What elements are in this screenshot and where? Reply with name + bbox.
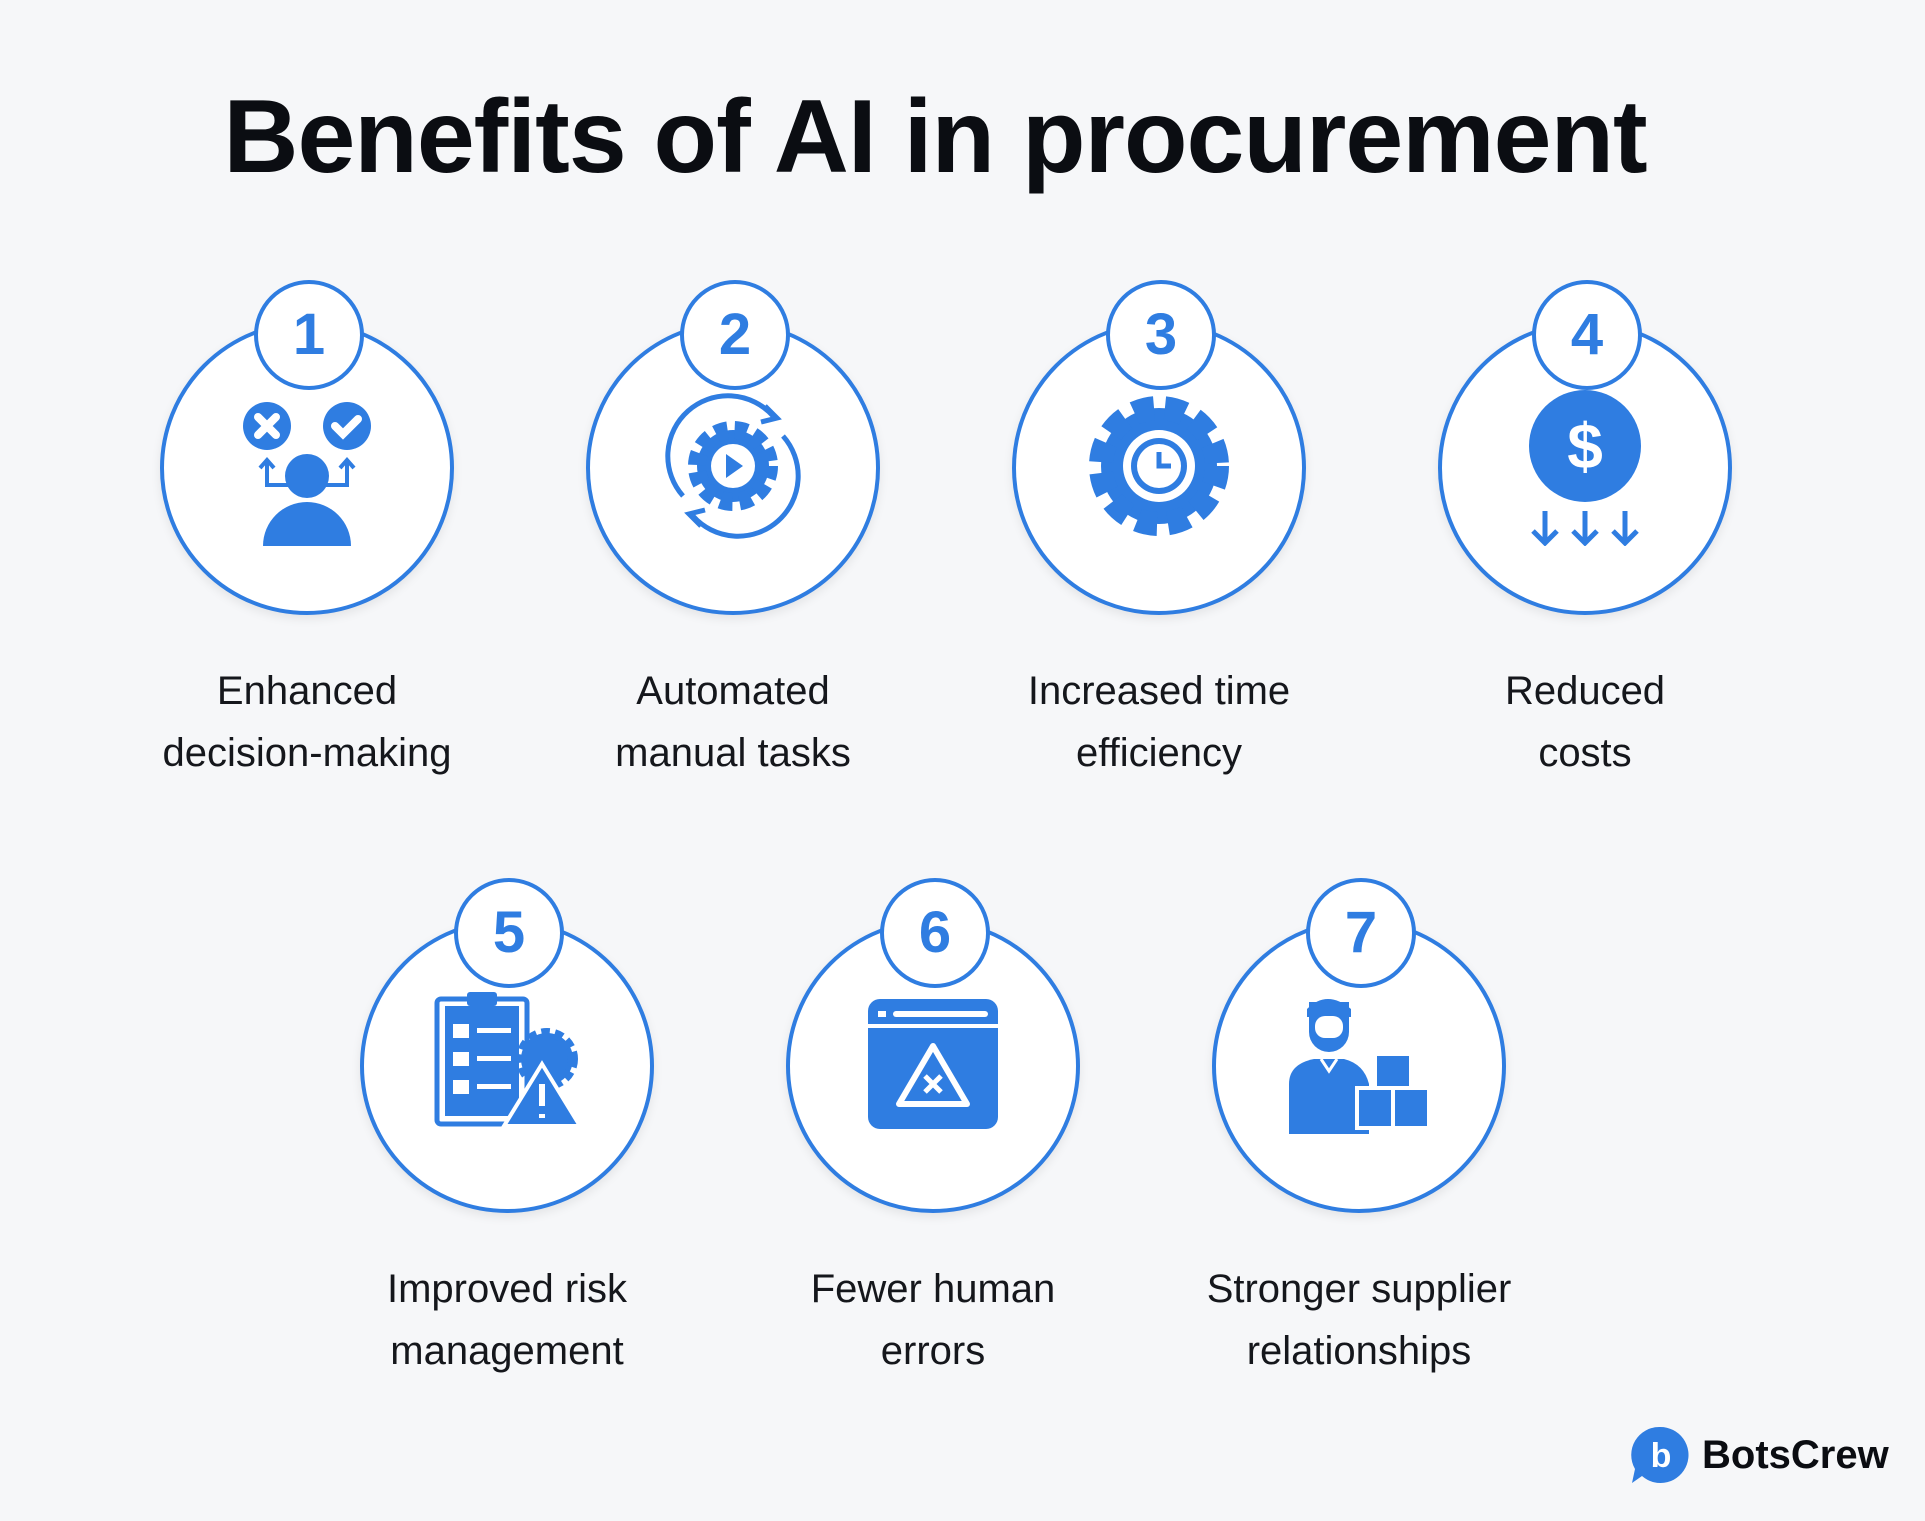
benefit-label-line1: Automated: [636, 669, 830, 713]
decision-person-icon: [227, 386, 387, 546]
checklist-warning-icon: [427, 984, 587, 1144]
dollar-down-icon: [1505, 386, 1665, 546]
benefit-label-line2: efficiency: [1075, 731, 1242, 775]
benefit-label-line2: relationships: [1246, 1329, 1472, 1373]
benefit-item: 5 Improved risk management: [307, 866, 707, 1373]
benefit-label-line2: errors: [880, 1329, 986, 1373]
supplier-boxes-icon: [1279, 984, 1439, 1144]
benefit-item: 4 Reduced costs: [1385, 268, 1785, 775]
benefit-label-line1: Enhanced: [216, 669, 398, 713]
page-title: Benefits of AI in procurement: [223, 79, 1647, 195]
benefit-item: 6 Fewer human errors: [733, 866, 1133, 1373]
number-badge: 6: [880, 878, 990, 988]
benefit-item: 2 Automated manual tasks: [533, 268, 933, 775]
benefit-item: 3 Increased time efficiency: [959, 268, 1359, 775]
benefit-label-line1: Improved risk: [386, 1267, 628, 1311]
number-badge: 2: [680, 280, 790, 390]
benefit-label-line1: Fewer human: [810, 1267, 1056, 1311]
browser-error-icon: [853, 984, 1013, 1144]
number-badge: 4: [1532, 280, 1642, 390]
benefit-item: 7 Stronger supplier relationships: [1159, 866, 1559, 1373]
benefit-label-line1: Stronger supplier: [1206, 1267, 1512, 1311]
benefit-label-line1: Increased time: [1027, 669, 1291, 713]
benefit-label-line2: management: [390, 1329, 624, 1373]
number-badge: 5: [454, 878, 564, 988]
benefit-label-line2: manual tasks: [615, 731, 851, 775]
benefit-item: 1 Enhanced decision-making: [107, 268, 507, 775]
number-badge: 3: [1106, 280, 1216, 390]
gear-cycle-icon: [653, 386, 813, 546]
botscrew-logo-icon: b: [1631, 1426, 1689, 1483]
gear-clock-icon: [1079, 386, 1239, 546]
benefit-label-line2: decision-making: [162, 731, 452, 775]
svg-text:b: b: [1651, 1437, 1672, 1475]
benefit-label-line2: costs: [1538, 731, 1632, 775]
number-badge: 1: [254, 280, 364, 390]
brand-name: BotsCrew: [1702, 1432, 1889, 1477]
brand-logo[interactable]: b BotsCrew: [1630, 1425, 1889, 1485]
benefit-label-line1: Reduced: [1504, 669, 1666, 713]
number-badge: 7: [1306, 878, 1416, 988]
